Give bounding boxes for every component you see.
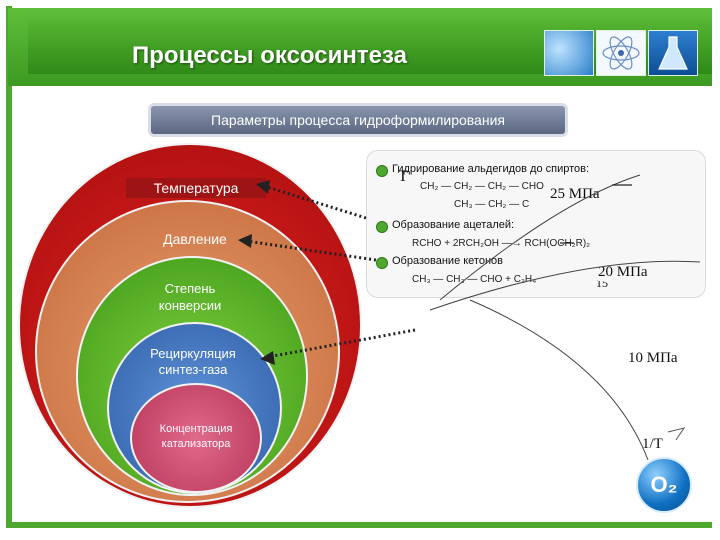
pressure-label: Давление — [163, 231, 227, 247]
graph-t-letter: T — [398, 168, 408, 185]
catalyst-label-line2: катализатора — [161, 438, 231, 450]
left-frame-bar — [6, 6, 12, 528]
molecule-thumbnail — [544, 30, 594, 76]
reaction-3-formula: CH₃ — CH₃ — CHO + C₂H₄ — [412, 274, 537, 285]
pressure-20-label: 20 МПа — [598, 264, 648, 281]
reaction-2-title: Образование ацеталей: — [392, 219, 515, 231]
bullet-icon — [376, 165, 388, 177]
catalyst-label-line1: Концентрация — [159, 423, 233, 435]
conversion-label-line2: конверсии — [158, 298, 222, 313]
oxygen-logo: O₂ — [636, 457, 692, 513]
footer-bar — [8, 522, 712, 528]
atom-icon — [602, 36, 640, 70]
pressure-10-label: 10 МПа — [628, 350, 678, 366]
bullet-icon — [376, 257, 388, 269]
reaction-3-title: Образование кетонов — [392, 255, 503, 267]
pressure-25-label: 25 МПа — [550, 186, 600, 202]
reaction-1-title: Гидрирование альдегидов до спиртов: — [392, 163, 590, 175]
curve-10 — [469, 299, 649, 461]
axis-arrow — [667, 427, 686, 441]
recycle-label-line1: Рециркуляция — [150, 346, 236, 361]
flask-thumbnail — [648, 30, 698, 76]
reaction-1-formula-b: CH₃ — CH₂ — C — [454, 199, 530, 210]
atom-thumbnail — [596, 30, 646, 76]
recycle-label-line2: синтез-газа — [158, 362, 228, 377]
parameters-bar: Параметры процесса гидроформилирования — [148, 103, 568, 137]
reaction-1-formula-a: CH₂ — CH₂ — CH₂ — CHO — [420, 181, 544, 192]
bullet-icon — [376, 221, 388, 233]
temperature-label: Температура — [126, 178, 266, 198]
flask-icon — [658, 36, 688, 70]
reaction-2-formula: RCHO + 2RCH₂OH —→ RCH(OCH₂R)₂ — [412, 238, 591, 249]
conversion-label-line1: Степень — [164, 281, 216, 296]
page-title: Процессы оксосинтеза — [132, 42, 407, 69]
circle-catalyst — [130, 383, 262, 493]
graph-axis-label: 1/T — [642, 436, 663, 452]
